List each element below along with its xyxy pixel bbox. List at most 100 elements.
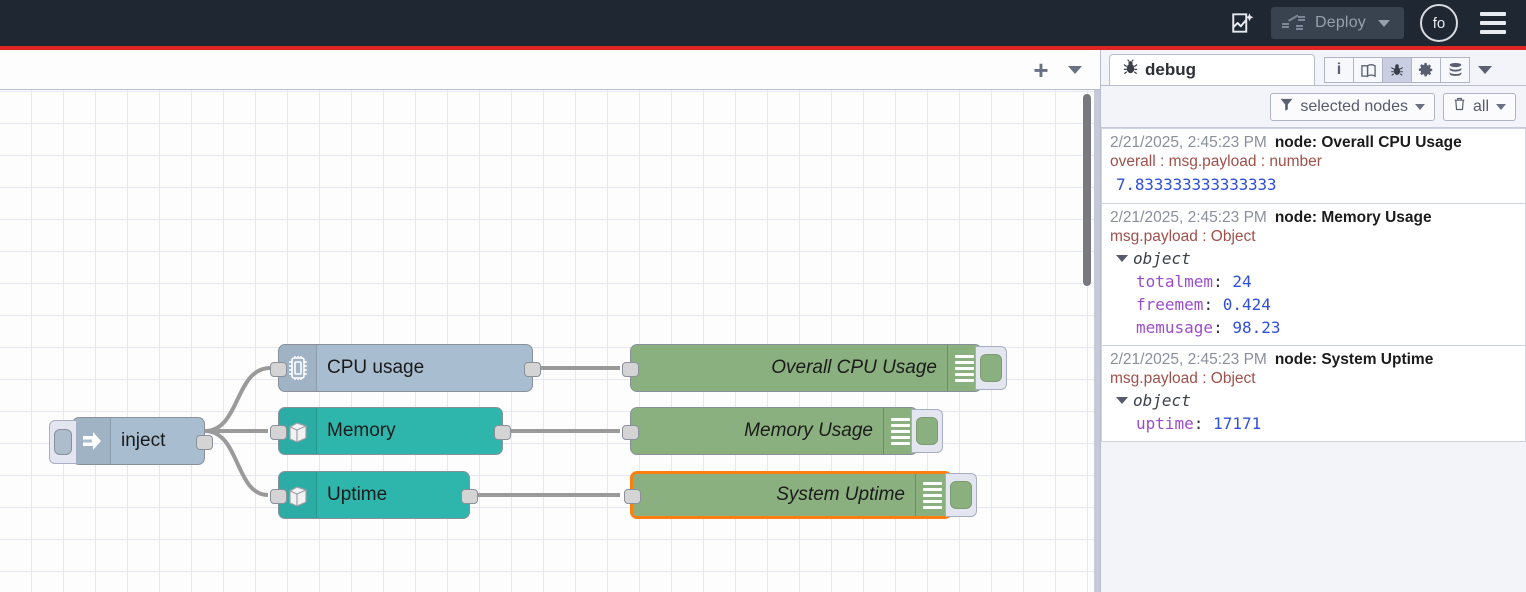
tab-debug-label: debug <box>1145 60 1196 79</box>
debug-object-label: object <box>1133 249 1191 268</box>
debug-message-topic: msg.payload : Object <box>1110 370 1256 387</box>
debug-enable-toggle[interactable] <box>911 409 943 453</box>
debug-object-entry: uptime: 17171 <box>1110 411 1517 434</box>
chevron-down-icon[interactable] <box>1496 103 1506 110</box>
expand-caret-down-icon[interactable] <box>1116 397 1128 404</box>
node-input-port[interactable] <box>622 362 639 377</box>
debug-object-entry: memusage: 98.23 <box>1110 315 1517 338</box>
node-output-port[interactable] <box>524 362 541 377</box>
debug-entry-key: uptime <box>1136 414 1194 433</box>
header-accent-line <box>0 46 1526 50</box>
trash-icon <box>1453 97 1466 116</box>
debug-entry-value: 98.23 <box>1232 318 1281 337</box>
filter-selected-nodes-label: selected nodes <box>1300 97 1408 115</box>
node-cpu-usage[interactable]: CPU usage <box>270 344 541 392</box>
node-output-port[interactable] <box>461 489 478 504</box>
debug-source-node[interactable]: node: Overall CPU Usage <box>1274 134 1462 151</box>
node-input-port[interactable] <box>624 489 641 504</box>
debug-object-entry: freemem: 0.424 <box>1110 292 1517 315</box>
debug-object-entry: totalmem: 24 <box>1110 269 1517 292</box>
book-icon[interactable] <box>1353 57 1383 83</box>
flow-list-chevron-down-icon[interactable] <box>1058 54 1092 86</box>
inject-trigger-button[interactable] <box>49 420 77 464</box>
debug-message-list[interactable]: 2/21/2025, 2:45:23 PM node: Overall CPU U… <box>1101 128 1526 592</box>
debug-source-node[interactable]: node: System Uptime <box>1274 351 1434 368</box>
arrow-right-icon <box>73 418 111 464</box>
debug-entry-value: 24 <box>1232 272 1252 291</box>
debug-lines-icon <box>947 345 981 391</box>
filter-selected-nodes-button[interactable]: selected nodes <box>1270 92 1435 121</box>
deploy-button[interactable]: Deploy <box>1270 7 1404 39</box>
sidebar-menu-chevron-down-icon[interactable] <box>1470 57 1500 83</box>
flow-canvas[interactable]: inject CPU usage <box>0 90 1100 592</box>
debug-entry-separator: : <box>1203 295 1223 314</box>
node-label: Uptime <box>327 484 388 505</box>
debug-timestamp: 2/21/2025, 2:45:23 PM <box>1110 351 1267 368</box>
tab-debug[interactable]: debug <box>1109 54 1315 85</box>
debug-object-label: object <box>1133 391 1191 410</box>
debug-message-header: 2/21/2025, 2:45:23 PM node: Memory Usage <box>1110 209 1517 227</box>
debug-entry-key: totalmem <box>1136 272 1214 291</box>
bug-icon <box>1122 59 1139 81</box>
node-input-port[interactable] <box>270 489 287 504</box>
debug-object-root[interactable]: object <box>1110 388 1517 411</box>
app-header: Deploy fo <box>0 0 1526 46</box>
node-label: CPU usage <box>327 357 425 378</box>
context-stack-icon[interactable] <box>1440 57 1470 83</box>
debug-object-root[interactable]: object <box>1110 246 1517 269</box>
canvas-vertical-scrollbar[interactable] <box>1083 94 1091 286</box>
node-inject[interactable]: inject <box>49 417 213 465</box>
debug-source-node[interactable]: node: Memory Usage <box>1274 209 1432 226</box>
debug-enable-toggle[interactable] <box>945 473 977 517</box>
add-flow-icon[interactable]: + <box>1033 54 1049 85</box>
node-memory-usage[interactable]: Memory Usage <box>622 407 943 455</box>
info-icon[interactable]: i <box>1324 57 1354 83</box>
canvas-edge <box>1094 90 1100 592</box>
workspace: + <box>0 50 1100 592</box>
debug-entry-separator: : <box>1213 318 1233 337</box>
debug-sidebar: debug i <box>1100 50 1526 592</box>
gear-icon[interactable] <box>1411 57 1441 83</box>
node-output-port[interactable] <box>494 425 511 440</box>
cpu-chip-icon <box>279 345 317 391</box>
debug-entry-value: 17171 <box>1213 414 1262 433</box>
debug-message-topic: msg.payload : Object <box>1110 228 1256 245</box>
deploy-label: Deploy <box>1314 14 1366 31</box>
debug-message[interactable]: 2/21/2025, 2:45:23 PM node: System Uptime… <box>1101 346 1526 442</box>
debug-timestamp: 2/21/2025, 2:45:23 PM <box>1110 209 1267 226</box>
node-label: Memory Usage <box>744 420 873 441</box>
node-input-port[interactable] <box>270 425 287 440</box>
deploy-icon <box>1279 13 1309 33</box>
debug-message[interactable]: 2/21/2025, 2:45:23 PM node: Overall CPU U… <box>1101 128 1526 204</box>
debug-enable-toggle[interactable] <box>975 346 1007 390</box>
clear-all-label: all <box>1472 97 1489 115</box>
debug-entry-separator: : <box>1193 414 1214 433</box>
node-output-port[interactable] <box>196 435 213 450</box>
sidebar-tabrow: debug i <box>1101 50 1526 86</box>
node-input-port[interactable] <box>622 425 639 440</box>
node-overall-cpu-usage[interactable]: Overall CPU Usage <box>622 344 1007 392</box>
node-memory[interactable]: Memory <box>270 407 511 455</box>
debug-message[interactable]: 2/21/2025, 2:45:23 PM node: Memory Usage m… <box>1101 204 1526 346</box>
debug-lines-icon <box>915 474 949 516</box>
debug-entry-separator: : <box>1213 272 1233 291</box>
node-uptime[interactable]: Uptime <box>270 471 478 519</box>
flow-tabbar: + <box>0 50 1100 90</box>
node-input-port[interactable] <box>270 362 287 377</box>
node-label: inject <box>121 430 166 451</box>
hamburger-menu-icon[interactable] <box>1476 6 1510 40</box>
node-system-uptime[interactable]: System Uptime <box>624 471 977 519</box>
chevron-down-icon[interactable] <box>1414 103 1425 110</box>
debug-message-topic: overall : msg.payload : number <box>1110 153 1322 170</box>
debug-timestamp: 2/21/2025, 2:45:23 PM <box>1110 134 1267 151</box>
debug-message-header: 2/21/2025, 2:45:23 PM node: System Uptime <box>1110 351 1517 369</box>
expand-caret-down-icon[interactable] <box>1116 255 1128 262</box>
clear-all-button[interactable]: all <box>1442 92 1516 121</box>
ai-sparkle-icon[interactable] <box>1223 6 1263 40</box>
avatar[interactable]: fo <box>1420 4 1458 42</box>
chevron-down-icon[interactable] <box>1378 19 1390 27</box>
bug-icon[interactable] <box>1382 57 1412 83</box>
debug-entry-key: memusage <box>1136 318 1214 337</box>
debug-message-value: 7.833333333333333 <box>1116 175 1277 194</box>
